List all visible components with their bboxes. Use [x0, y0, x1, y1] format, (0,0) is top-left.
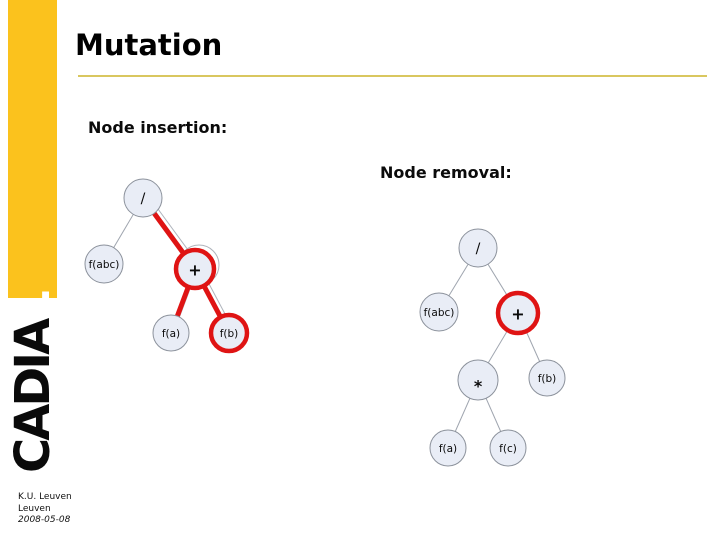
removal-tree: / f(abc) + * f(b) f(a) f(c) [419, 228, 566, 467]
tree-node-label-fb: f(b) [538, 373, 557, 385]
tree-node-label-div: / [476, 241, 481, 257]
tree-node-label-fb: f(b) [220, 328, 239, 340]
tree-node-label-fa: f(a) [439, 443, 457, 455]
tree-node-label-plus: + [511, 305, 524, 324]
tree-node-div [123, 178, 163, 218]
tree-node-fa [152, 314, 190, 352]
tree-node-fc [489, 429, 527, 467]
footer-city: Leuven [18, 503, 51, 514]
tree-node-fa [429, 429, 467, 467]
accent-bar [8, 0, 57, 298]
tree-node-fb-highlighted [208, 312, 250, 354]
footer-institution: K.U. Leuven [18, 492, 72, 502]
slide-footer: K.U. Leuven Leuven 2008-05-08 [18, 492, 72, 527]
tree-node-label-star: * [474, 377, 483, 396]
tree-node-label-fa: f(a) [162, 328, 180, 340]
tree-node-star [457, 359, 499, 401]
tree-node-fabc [419, 292, 459, 332]
page-title: Mutation [75, 28, 223, 62]
node-removal-label: Node removal: [380, 163, 512, 182]
tree-node-label-div: / [141, 191, 146, 207]
tree-node-label-fabc: f(abc) [424, 307, 455, 319]
tree-node-label-fc: f(c) [499, 443, 517, 455]
tree-node-label-fabc: f(abc) [89, 259, 120, 271]
tree-node-plus-highlighted [173, 247, 217, 291]
footer-date: 2008-05-08 [18, 515, 71, 525]
tree-node-fb [528, 359, 566, 397]
tree-node-div [458, 228, 498, 268]
node-insertion-label: Node insertion: [88, 118, 228, 137]
title-underline [78, 75, 707, 77]
insertion-tree: / f(abc) + f(a) f(b) [84, 178, 250, 354]
tree-node-label-plus: + [188, 261, 201, 280]
tree-node-fabc [84, 244, 124, 284]
tree-node-plus-highlighted [495, 290, 541, 336]
